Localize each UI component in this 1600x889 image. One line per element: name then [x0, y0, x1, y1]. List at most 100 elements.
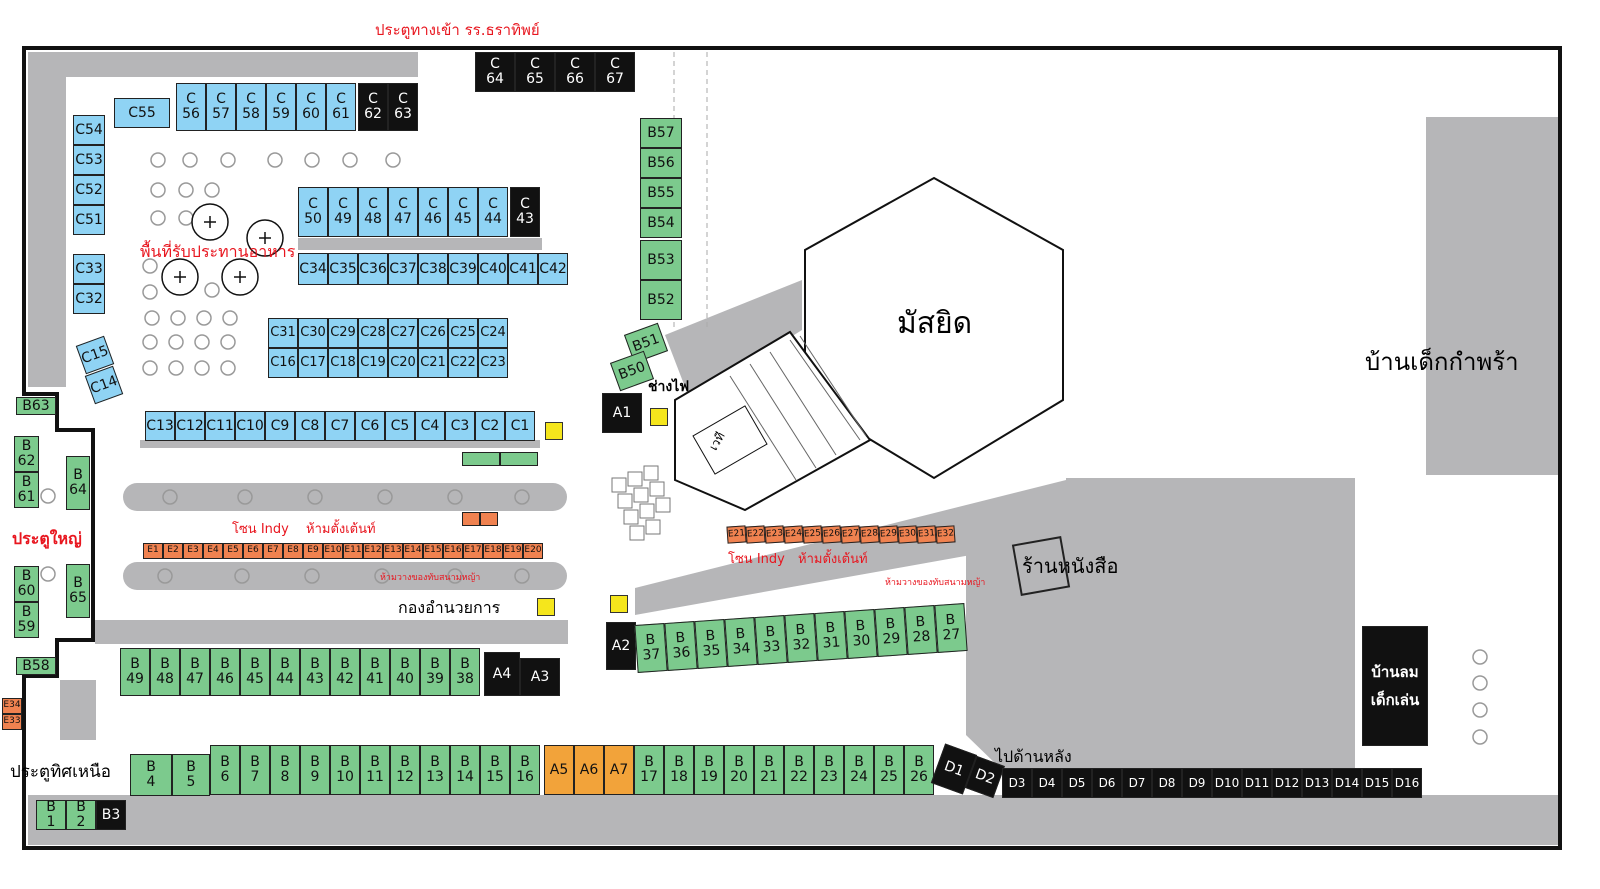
booth[interactable]: C13	[145, 411, 175, 441]
booth[interactable]: C 62	[358, 83, 388, 131]
booth[interactable]: C 67	[595, 52, 635, 92]
booth[interactable]: B 37	[634, 623, 668, 673]
booth[interactable]: C33	[73, 254, 105, 284]
booth[interactable]: E21	[726, 525, 747, 544]
booth[interactable]: C16	[268, 348, 298, 378]
booth[interactable]: B 8	[270, 745, 300, 795]
booth[interactable]: B 30	[844, 609, 878, 659]
booth[interactable]: C20	[388, 348, 418, 378]
booth[interactable]: C39	[448, 253, 478, 285]
booth[interactable]: E18	[483, 543, 503, 559]
booth[interactable]: B 21	[754, 745, 784, 795]
booth[interactable]: B 4	[130, 754, 172, 796]
booth[interactable]: C 61	[326, 83, 356, 131]
booth[interactable]: B 29	[874, 607, 908, 657]
booth[interactable]: B 34	[724, 617, 758, 667]
booth[interactable]: B 33	[754, 615, 788, 665]
booth[interactable]: E9	[303, 543, 323, 559]
booth[interactable]: C18	[328, 348, 358, 378]
booth[interactable]: C42	[538, 253, 568, 285]
booth[interactable]: C23	[478, 348, 508, 378]
booth[interactable]: B 47	[180, 648, 210, 696]
booth[interactable]: C26	[418, 318, 448, 348]
booth[interactable]: B 2	[66, 800, 96, 830]
booth[interactable]: E7	[263, 543, 283, 559]
booth[interactable]: E34	[2, 698, 22, 714]
booth[interactable]: C52	[73, 175, 105, 205]
booth[interactable]: B 24	[844, 745, 874, 795]
booth[interactable]: E10	[323, 543, 343, 559]
booth[interactable]: B 7	[240, 745, 270, 795]
booth[interactable]: B 64	[66, 456, 90, 510]
booth[interactable]: B 28	[904, 605, 938, 655]
booth[interactable]: C10	[235, 411, 265, 441]
booth[interactable]: B56	[640, 148, 682, 178]
booth[interactable]: C25	[448, 318, 478, 348]
booth[interactable]: C 45	[448, 187, 478, 237]
booth[interactable]: C 47	[388, 187, 418, 237]
booth[interactable]: C2	[475, 411, 505, 441]
booth[interactable]: B 60	[14, 566, 39, 602]
booth[interactable]: C53	[73, 145, 105, 175]
booth[interactable]: D7	[1122, 768, 1152, 798]
booth[interactable]: D11	[1242, 768, 1272, 798]
booth[interactable]: C 57	[206, 83, 236, 131]
booth[interactable]: C41	[508, 253, 538, 285]
booth[interactable]: C11	[205, 411, 235, 441]
booth[interactable]: C6	[355, 411, 385, 441]
booth[interactable]: B54	[640, 208, 682, 238]
booth[interactable]: E27	[840, 525, 861, 544]
booth[interactable]: C 43	[510, 187, 540, 237]
booth[interactable]: C8	[295, 411, 325, 441]
booth[interactable]: C 44	[478, 187, 508, 237]
booth[interactable]: E6	[243, 543, 263, 559]
booth[interactable]: B 46	[210, 648, 240, 696]
booth[interactable]: C 63	[388, 83, 418, 131]
booth[interactable]: C24	[478, 318, 508, 348]
booth[interactable]: E5	[223, 543, 243, 559]
booth[interactable]: C27	[388, 318, 418, 348]
booth[interactable]: B 38	[450, 648, 480, 696]
booth[interactable]: C 56	[176, 83, 206, 131]
booth[interactable]: C 49	[328, 187, 358, 237]
booth[interactable]: B3	[96, 800, 126, 830]
booth[interactable]: D16	[1392, 768, 1422, 798]
booth[interactable]: B 9	[300, 745, 330, 795]
booth[interactable]: B 10	[330, 745, 360, 795]
booth[interactable]: B 6	[210, 745, 240, 795]
booth[interactable]: E29	[878, 525, 899, 544]
booth[interactable]: E8	[283, 543, 303, 559]
booth[interactable]: B 25	[874, 745, 904, 795]
booth[interactable]: B55	[640, 178, 682, 208]
booth[interactable]: B53	[640, 240, 682, 280]
booth[interactable]: B 14	[450, 745, 480, 795]
booth[interactable]: C 59	[266, 83, 296, 131]
booth[interactable]: D14	[1332, 768, 1362, 798]
booth[interactable]: B 42	[330, 648, 360, 696]
booth[interactable]: D3	[1002, 768, 1032, 798]
booth[interactable]: E24	[783, 525, 804, 544]
booth[interactable]: C 66	[555, 52, 595, 92]
booth[interactable]: B 32	[784, 613, 818, 663]
booth[interactable]: C 48	[358, 187, 388, 237]
booth[interactable]: A4	[484, 652, 520, 696]
booth[interactable]: B 5	[172, 754, 210, 796]
booth[interactable]: E20	[523, 543, 543, 559]
booth[interactable]: B 20	[724, 745, 754, 795]
booth[interactable]: D10	[1212, 768, 1242, 798]
booth[interactable]: B 36	[664, 621, 698, 671]
booth[interactable]: A6	[574, 745, 604, 795]
booth[interactable]: B63	[16, 397, 56, 415]
booth[interactable]: C37	[388, 253, 418, 285]
booth[interactable]: B 18	[664, 745, 694, 795]
booth[interactable]: C3	[445, 411, 475, 441]
booth[interactable]: C7	[325, 411, 355, 441]
booth[interactable]: E32	[935, 525, 956, 544]
booth[interactable]: C51	[73, 205, 105, 235]
booth[interactable]: C30	[298, 318, 328, 348]
booth[interactable]: D8	[1152, 768, 1182, 798]
booth[interactable]: B 22	[784, 745, 814, 795]
booth[interactable]: C55	[114, 98, 170, 128]
booth[interactable]: B 49	[120, 648, 150, 696]
booth[interactable]: B58	[16, 657, 56, 675]
